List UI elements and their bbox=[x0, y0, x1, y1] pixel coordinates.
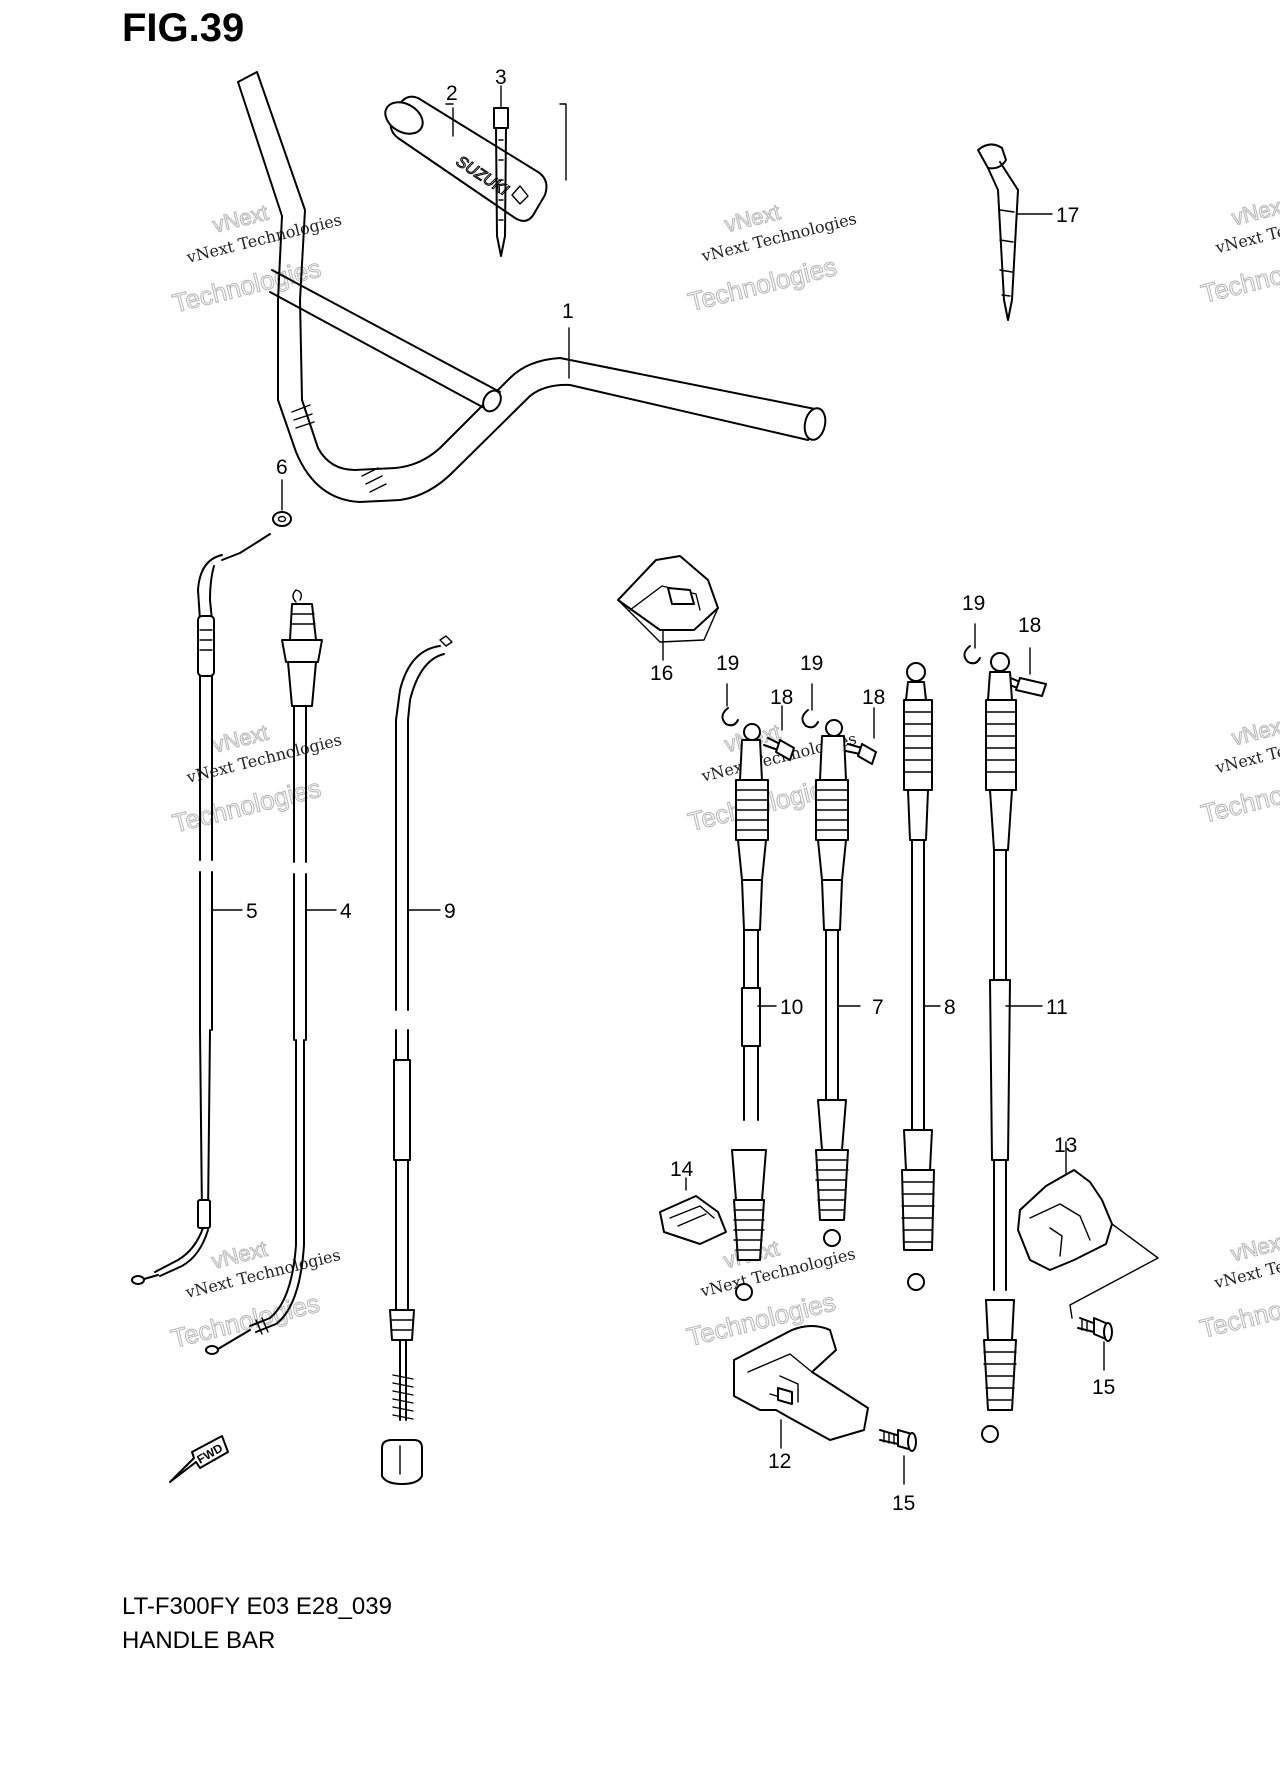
figure-title: FIG.39 bbox=[122, 6, 245, 50]
callout-8: 8 bbox=[944, 996, 956, 1019]
callout-19: 19 bbox=[800, 652, 823, 675]
callout-13: 13 bbox=[1054, 1134, 1077, 1157]
clip-19-part bbox=[963, 645, 981, 665]
svg-text:Technologies: Technologies bbox=[1198, 243, 1280, 309]
cable-5-part bbox=[131, 533, 271, 1285]
callout-6: 6 bbox=[276, 456, 288, 479]
handlebar-part bbox=[237, 71, 827, 503]
bracket-12-part bbox=[733, 1325, 869, 1441]
clip-19-part bbox=[801, 709, 819, 729]
bolt-15-part bbox=[1077, 1317, 1113, 1342]
watermark-group: vNext vNext Technologies Technologies bbox=[168, 1235, 343, 1354]
cable-11-part bbox=[981, 652, 1017, 1443]
callout-15: 15 bbox=[892, 1492, 915, 1515]
callout-19: 19 bbox=[962, 592, 985, 615]
section-name: HANDLE BAR bbox=[122, 1627, 276, 1654]
callout-2: 2 bbox=[446, 82, 458, 105]
callout-18: 18 bbox=[1018, 614, 1041, 637]
svg-text:Technologies: Technologies bbox=[1198, 763, 1280, 829]
clip-14-part bbox=[659, 1195, 727, 1245]
clip-19-part bbox=[721, 707, 739, 727]
bracket-13-part bbox=[1017, 1169, 1159, 1319]
watermark-group: vNext vNext Technologies Technologies bbox=[685, 199, 859, 318]
cable-7-part bbox=[815, 719, 849, 1247]
callout-7: 7 bbox=[872, 996, 884, 1019]
watermark-group: vNext vNext Technologies Technologies bbox=[1198, 192, 1280, 310]
callout-19: 19 bbox=[716, 652, 739, 675]
cable-10-part bbox=[731, 723, 769, 1301]
callout-17: 17 bbox=[1056, 204, 1079, 227]
cable-tie-part bbox=[977, 143, 1019, 321]
bolt-15-part bbox=[879, 1429, 917, 1452]
cable-4-part bbox=[205, 589, 323, 1355]
model-code: LT-F300FY E03 E28_039 bbox=[122, 1593, 392, 1620]
screw-18-part bbox=[763, 737, 795, 761]
svg-text:Technologies: Technologies bbox=[1197, 1278, 1280, 1344]
screw-18-part bbox=[845, 743, 877, 765]
watermark-group: vNext vNext Technologies Technologies bbox=[1198, 712, 1280, 830]
watermark-group: vNext vNext Technologies Technologies bbox=[1196, 1228, 1280, 1345]
cable-tie-part bbox=[493, 107, 509, 257]
nut-part bbox=[272, 511, 292, 527]
callout-3: 3 bbox=[495, 66, 507, 89]
callout-14: 14 bbox=[670, 1158, 694, 1181]
leader-lines bbox=[211, 85, 1105, 1485]
callout-12: 12 bbox=[768, 1450, 791, 1473]
callout-18: 18 bbox=[770, 686, 793, 709]
cable-8-part bbox=[901, 662, 935, 1291]
callout-1: 1 bbox=[562, 300, 574, 323]
watermark-group: vNext vNext Technologies Technologies bbox=[169, 719, 344, 839]
callout-9: 9 bbox=[444, 900, 456, 923]
callout-4: 4 bbox=[340, 900, 352, 923]
crossbar-pad-part: SUZUKI bbox=[384, 95, 548, 222]
callout-18: 18 bbox=[862, 686, 885, 709]
callout-10: 10 bbox=[780, 996, 803, 1019]
cable-9-part bbox=[381, 635, 453, 1485]
callout-11: 11 bbox=[1046, 996, 1068, 1019]
callout-15: 15 bbox=[1092, 1376, 1115, 1399]
fwd-arrow-icon: FWD bbox=[169, 1435, 229, 1483]
callout-5: 5 bbox=[246, 900, 258, 923]
callout-16: 16 bbox=[650, 662, 673, 685]
bracket-16-part bbox=[617, 555, 719, 643]
